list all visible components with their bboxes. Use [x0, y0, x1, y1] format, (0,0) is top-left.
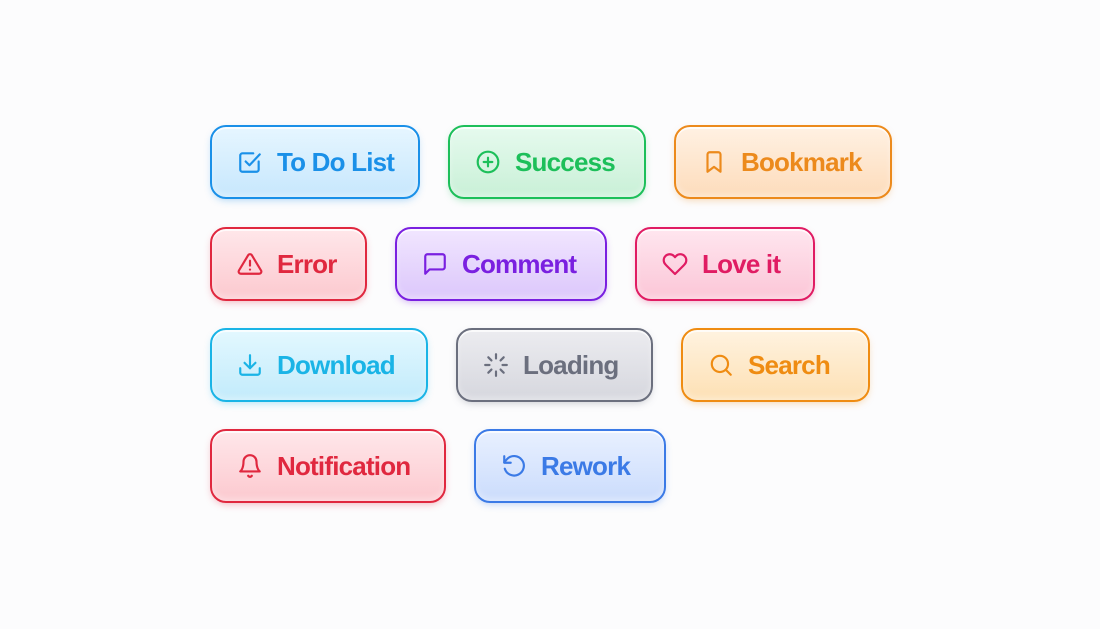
rework-label: Rework: [541, 451, 631, 481]
spinner-icon: [482, 351, 510, 379]
love-it-button[interactable]: Love it: [635, 227, 815, 301]
plus-circle-icon: [474, 148, 502, 176]
rework-button[interactable]: Rework: [474, 429, 666, 503]
button-row-2: Error Comment Love it: [210, 227, 815, 301]
success-button[interactable]: Success: [448, 125, 646, 199]
bookmark-icon: [700, 148, 728, 176]
search-label: Search: [748, 350, 831, 380]
bookmark-button[interactable]: Bookmark: [674, 125, 892, 199]
bell-icon: [236, 452, 264, 480]
download-label: Download: [277, 350, 396, 380]
comment-button[interactable]: Comment: [395, 227, 607, 301]
button-row-3: Download Loading: [210, 328, 870, 402]
loading-button[interactable]: Loading: [456, 328, 653, 402]
success-label: Success: [515, 147, 616, 177]
heart-icon: [661, 250, 689, 278]
error-button[interactable]: Error: [210, 227, 367, 301]
error-label: Error: [277, 249, 337, 279]
chat-bubble-icon: [421, 250, 449, 278]
button-row-1: To Do List Success Bookmark: [210, 125, 892, 199]
download-button[interactable]: Download: [210, 328, 428, 402]
download-icon: [236, 351, 264, 379]
notification-label: Notification: [277, 451, 411, 481]
comment-label: Comment: [462, 249, 577, 279]
todo-list-button[interactable]: To Do List: [210, 125, 420, 199]
checkbox-icon: [236, 148, 264, 176]
todo-list-label: To Do List: [277, 147, 395, 177]
button-row-4: Notification Rework: [210, 429, 666, 503]
loading-label: Loading: [523, 350, 619, 380]
notification-button[interactable]: Notification: [210, 429, 446, 503]
warning-triangle-icon: [236, 250, 264, 278]
bookmark-label: Bookmark: [741, 147, 863, 177]
search-icon: [707, 351, 735, 379]
love-it-label: Love it: [702, 249, 781, 279]
rotate-ccw-icon: [500, 452, 528, 480]
search-button[interactable]: Search: [681, 328, 870, 402]
